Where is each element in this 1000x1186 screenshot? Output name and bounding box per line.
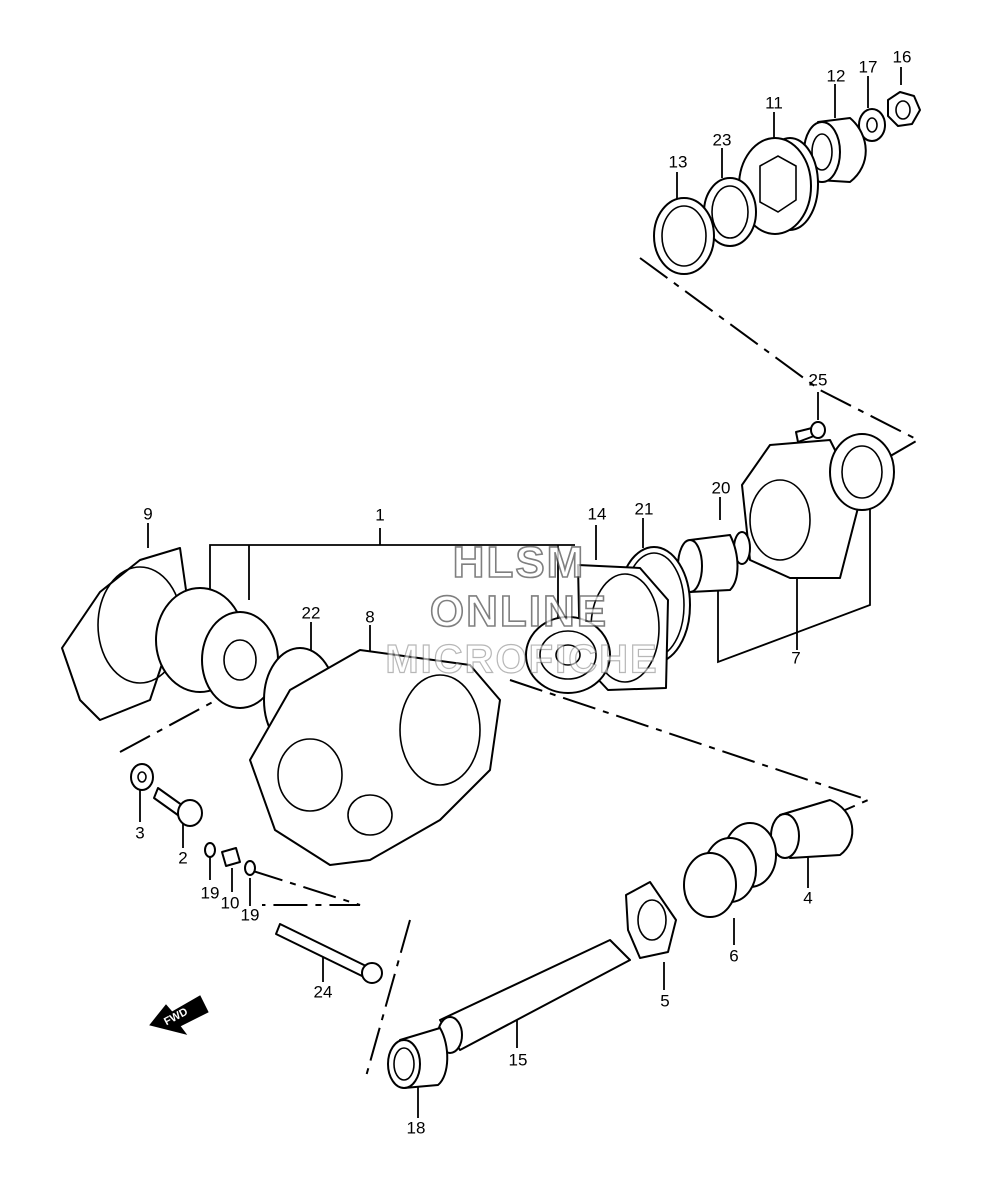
callout-3[interactable]: 3 xyxy=(135,823,145,843)
bolt-2 xyxy=(153,787,203,827)
callout-17[interactable]: 17 xyxy=(858,57,878,77)
callout-19-left[interactable]: 19 xyxy=(200,883,220,903)
watermark-online: ONLINE xyxy=(429,586,609,637)
watermark-hlsm: HLSM xyxy=(452,537,586,588)
plate-5 xyxy=(625,881,677,959)
sleeve-4 xyxy=(770,799,854,859)
callout-23[interactable]: 23 xyxy=(712,130,732,150)
nut-16 xyxy=(887,91,921,127)
spring-6 xyxy=(683,822,777,918)
callout-15[interactable]: 15 xyxy=(508,1050,528,1070)
bevel-gear-right xyxy=(525,616,611,694)
callout-20[interactable]: 20 xyxy=(711,478,731,498)
callout-13[interactable]: 13 xyxy=(668,152,688,172)
callout-16[interactable]: 16 xyxy=(892,47,912,67)
callout-7[interactable]: 7 xyxy=(791,648,801,668)
callout-6[interactable]: 6 xyxy=(729,946,739,966)
callout-11[interactable]: 11 xyxy=(765,93,783,113)
bevel-gear-left xyxy=(155,587,279,709)
callout-8[interactable]: 8 xyxy=(365,607,375,627)
watermark-microfiche: MICROFICHE xyxy=(385,637,659,682)
shaft-15 xyxy=(437,939,631,1054)
bolt-24 xyxy=(275,923,383,984)
callout-12[interactable]: 12 xyxy=(826,66,846,86)
gear-case-8 xyxy=(249,649,501,866)
callout-1[interactable]: 1 xyxy=(375,505,385,525)
callout-24[interactable]: 24 xyxy=(313,982,333,1002)
washer-3 xyxy=(130,763,154,791)
bolt-25 xyxy=(795,421,826,443)
needle-bearing-18 xyxy=(387,1027,449,1089)
bearing-housing-7 xyxy=(741,433,895,579)
callout-25[interactable]: 25 xyxy=(808,370,828,390)
ring-nut-11 xyxy=(738,137,819,235)
callout-19-right[interactable]: 19 xyxy=(240,905,260,925)
forward-arrow-icon xyxy=(149,995,209,1035)
leader-lines xyxy=(139,67,902,1118)
callout-2[interactable]: 2 xyxy=(178,848,188,868)
callout-21[interactable]: 21 xyxy=(634,499,654,519)
callout-9[interactable]: 9 xyxy=(143,504,153,524)
ring-13 xyxy=(653,197,715,275)
callout-14[interactable]: 14 xyxy=(587,504,607,524)
washer-17 xyxy=(858,108,886,142)
callout-18[interactable]: 18 xyxy=(406,1118,426,1138)
callout-10[interactable]: 10 xyxy=(220,893,240,913)
callout-4[interactable]: 4 xyxy=(803,888,813,908)
pin-10-and-rings-19 xyxy=(204,842,256,876)
callout-5[interactable]: 5 xyxy=(660,991,670,1011)
callout-22[interactable]: 22 xyxy=(301,603,321,623)
